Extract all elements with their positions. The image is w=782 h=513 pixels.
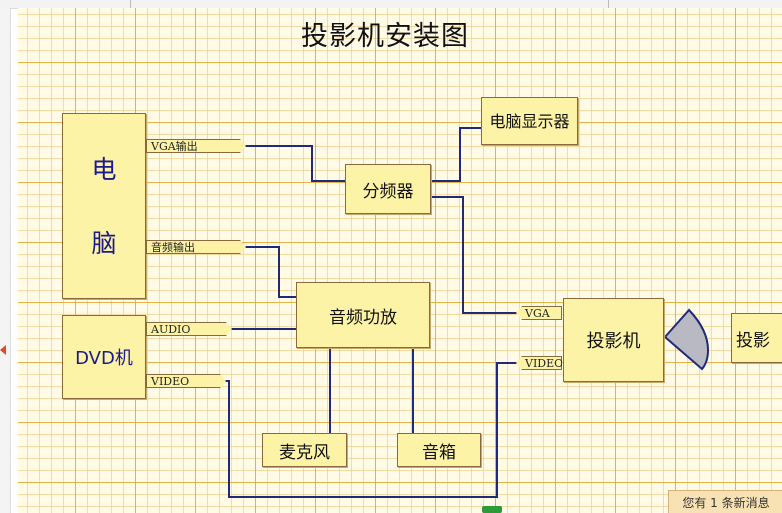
node-dvd[interactable]: DVD机 [62, 315, 146, 399]
toolbar-divider [130, 0, 131, 8]
node-projector[interactable]: 投影机 [563, 298, 664, 382]
node-speaker[interactable]: 音箱 [397, 433, 481, 467]
node-speaker-label: 音箱 [422, 442, 456, 463]
node-splitter-label: 分频器 [362, 181, 414, 202]
wire-dvd-video-projector [226, 362, 516, 498]
port-projector-vga[interactable]: VGA [516, 306, 562, 320]
grid-background [18, 8, 782, 513]
node-amplifier-label: 音频功放 [329, 307, 397, 328]
port-dvd-video[interactable]: VIDEO [146, 374, 226, 388]
node-computer[interactable]: 电 脑 [62, 113, 146, 299]
node-amplifier[interactable]: 音频功放 [296, 282, 430, 348]
collapse-arrow-icon[interactable] [0, 345, 6, 355]
port-dvd-audio[interactable]: AUDIO [146, 322, 232, 336]
node-microphone[interactable]: 麦克风 [262, 433, 347, 467]
toolbar-divider [608, 0, 609, 8]
new-badge-icon [482, 506, 502, 513]
left-panel-edge [0, 8, 11, 513]
notice-text: 您有 1 条新消息 [682, 496, 770, 510]
node-computer-label: 电 脑 [91, 154, 117, 258]
port-audio-out[interactable]: 音频输出 [146, 240, 246, 254]
port-vga-out[interactable]: VGA输出 [146, 139, 246, 153]
node-screen[interactable]: 投影 [731, 313, 782, 363]
node-screen-label: 投影 [736, 330, 770, 351]
wire-splitter-monitor [430, 127, 481, 182]
port-projector-video[interactable]: VIDEO [516, 356, 562, 370]
diagram-title: 投影机安装图 [301, 21, 469, 52]
node-splitter[interactable]: 分频器 [345, 164, 431, 214]
wire-splitter-projector [430, 196, 516, 314]
projector-lens-icon [663, 308, 710, 371]
new-message-notice[interactable]: 您有 1 条新消息 [668, 490, 782, 513]
node-microphone-label: 麦克风 [279, 442, 330, 463]
node-dvd-label: DVD机 [75, 348, 133, 369]
wire-audio-amp [246, 246, 296, 298]
node-monitor-label: 电脑显示器 [489, 112, 570, 131]
node-monitor[interactable]: 电脑显示器 [481, 97, 578, 145]
wire-vga-splitter [246, 145, 345, 182]
node-projector-label: 投影机 [586, 331, 641, 352]
